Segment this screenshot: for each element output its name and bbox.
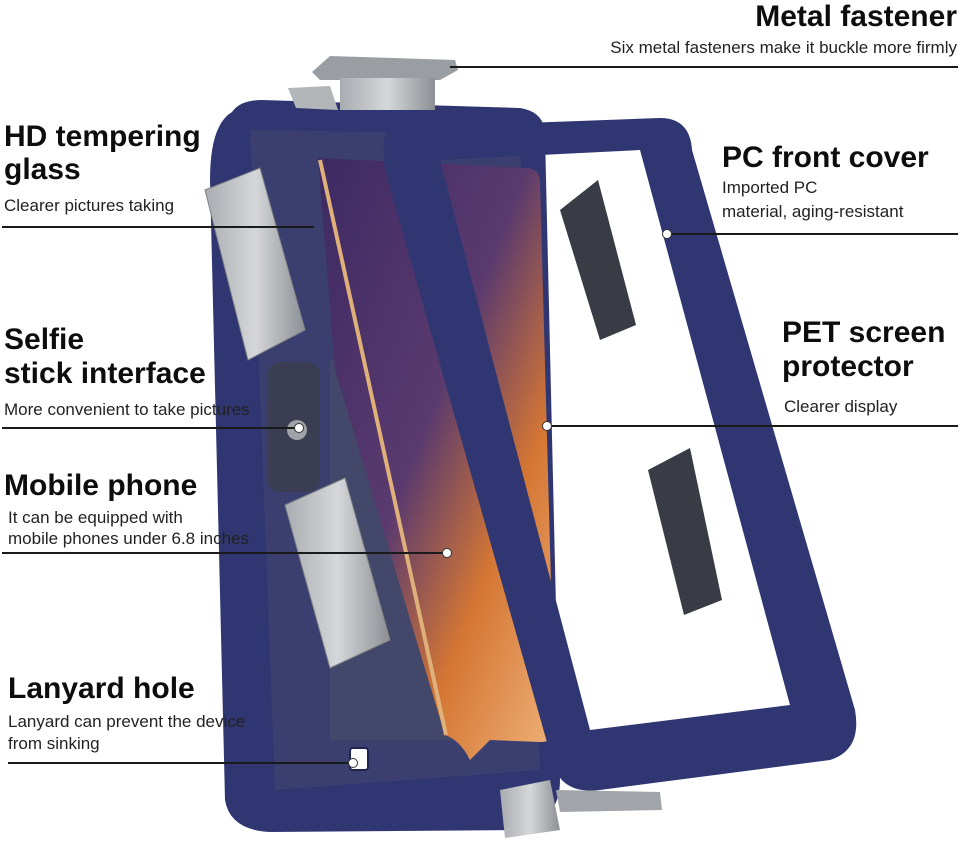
leader-line-lanyard (8, 762, 352, 764)
selfie-desc: More convenient to take pictures (4, 400, 250, 419)
lanyard-desc-line1: Lanyard can prevent the device (8, 712, 246, 731)
metal-fastener-desc: Six metal fasteners make it buckle more … (610, 38, 957, 57)
pc-cover-desc-line1: Imported PC (722, 178, 818, 197)
metal-fastener-title: Metal fastener (755, 0, 957, 33)
pc-front-cover-frame (383, 118, 857, 791)
lanyard-desc-line2: from sinking (8, 734, 100, 753)
pointer-dot-mobile-phone (442, 548, 452, 558)
left-metal-clips (204, 167, 391, 669)
leader-line-pet-protector (546, 425, 958, 427)
pc-cover-title: PC front cover (722, 141, 929, 174)
selfie-title-line2: stick interface (4, 357, 206, 390)
leader-line-metal-fastener (450, 66, 958, 68)
pointer-dot-lanyard (348, 758, 358, 768)
pc-cover-desc-line2: material, aging-resistant (722, 202, 904, 221)
right-metal-clips (560, 180, 722, 615)
hd-glass-desc: Clearer pictures taking (4, 196, 175, 215)
leader-line-mobile-phone (2, 552, 446, 554)
top-metal-fastener (288, 56, 458, 110)
hd-glass-title-line2: glass (4, 153, 81, 186)
mobile-phone-desc-line2: mobile phones under 6.8 inches (8, 529, 249, 548)
bottom-metal-fastener (500, 780, 662, 838)
pet-protector-title-line1: PET screen (782, 316, 946, 349)
mobile-phone-desc-line1: It can be equipped with (8, 508, 183, 527)
lanyard-title: Lanyard hole (8, 672, 195, 705)
mobile-phone-shape (318, 158, 555, 760)
selfie-title-line1: Selfie (4, 323, 85, 356)
pet-protector-desc: Clearer display (784, 397, 898, 416)
mobile-phone-title: Mobile phone (4, 469, 198, 502)
pointer-dot-selfie (294, 423, 304, 433)
pointer-dot-pet-protector (542, 421, 552, 431)
pointer-dot-pc-cover (662, 229, 672, 239)
pet-protector-title-line2: protector (782, 350, 914, 383)
leader-line-hd-glass (2, 226, 314, 228)
leader-line-selfie (2, 427, 298, 429)
hd-glass-title-line1: HD tempering (4, 120, 201, 153)
leader-line-pc-cover (666, 233, 958, 235)
